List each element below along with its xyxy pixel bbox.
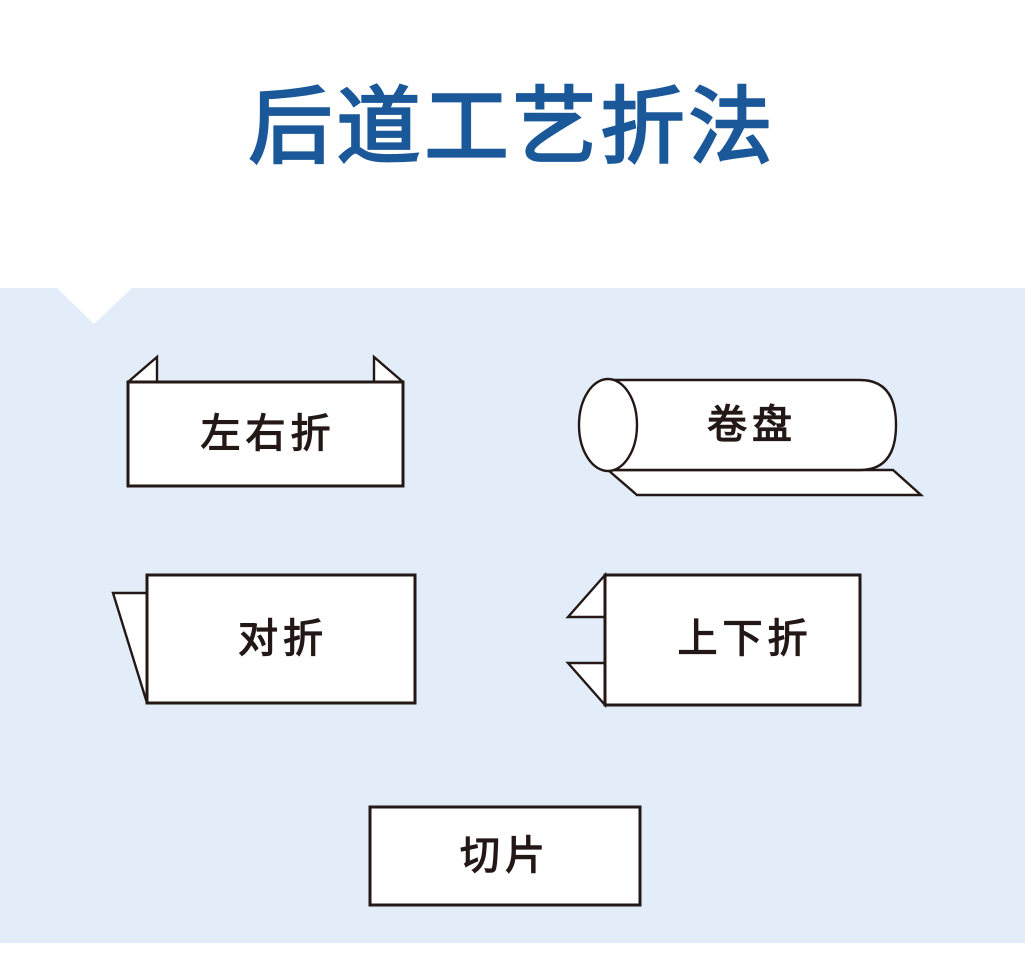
up-down-fold-body	[605, 575, 860, 705]
left-right-fold-left-flap-outline	[126, 354, 159, 384]
roll-body	[608, 380, 896, 470]
shape-up-down-fold: 上下折	[565, 571, 862, 709]
up-down-fold-body-outline	[603, 573, 862, 707]
roll-trailing-sheet	[608, 470, 921, 495]
left-right-fold-label: 左右折	[201, 411, 336, 457]
slice-body-outline	[368, 805, 642, 907]
shape-roll: 卷盘	[577, 377, 925, 497]
half-fold-body-outline	[145, 573, 417, 705]
page-title: 后道工艺折法	[248, 78, 777, 176]
shape-left-right-fold: 左右折	[126, 354, 405, 488]
left-right-fold-outline	[126, 380, 405, 488]
shape-half-fold: 对折	[111, 573, 417, 705]
roll-end-ellipse	[579, 379, 637, 471]
diagram-panel: 左右折 卷盘	[0, 288, 1025, 943]
up-down-fold-label: 上下折	[678, 616, 813, 662]
half-fold-label: 对折	[238, 616, 328, 662]
left-right-fold-right-flap-outline	[372, 354, 405, 384]
shape-slice: 切片	[368, 805, 642, 907]
roll-end-ellipse-outline	[577, 377, 639, 473]
folding-methods-diagram: 左右折 卷盘	[0, 288, 1025, 943]
left-right-fold-body	[128, 382, 403, 486]
half-fold-body	[147, 575, 415, 703]
roll-body-outline	[606, 378, 898, 472]
slice-label: 切片	[460, 833, 550, 879]
roll-label: 卷盘	[707, 402, 797, 448]
slice-body	[370, 807, 640, 905]
